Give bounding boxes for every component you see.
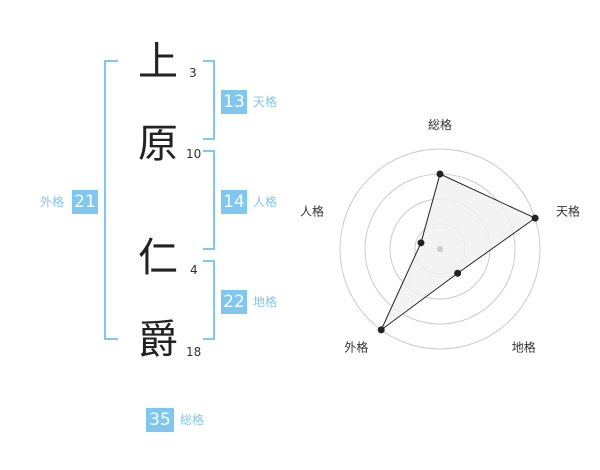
stroke-count-4: 18 (186, 345, 202, 359)
name-char-2: 原 (138, 121, 178, 167)
gai-kaku-label: 外格 (40, 195, 65, 209)
chi-kaku-label: 地格 (253, 295, 278, 309)
stroke-count-3: 4 (190, 263, 198, 277)
radar-axis-label: 地格 (512, 340, 536, 355)
radar-polygon (380, 173, 537, 331)
radar-axis-label: 外格 (344, 340, 368, 355)
so-kaku-badge: 35 (146, 408, 174, 432)
name-char-4: 爵 (138, 317, 178, 363)
radar-axis-label: 天格 (556, 203, 580, 218)
ten-kaku-bracket (203, 60, 215, 140)
name-char-3: 仁 (138, 235, 178, 281)
stroke-count-2: 10 (186, 147, 202, 161)
radar-point (377, 326, 385, 334)
radar-point (454, 269, 462, 277)
radar-ring (339, 148, 541, 350)
radar-point (531, 214, 539, 222)
ten-kaku-badge: 13 (221, 90, 247, 114)
jin-kaku-bracket (203, 150, 215, 250)
radar-axis-label: 総格 (428, 117, 452, 132)
chi-kaku-badge: 22 (221, 290, 247, 314)
radar-point (417, 239, 425, 247)
name-char-1: 上 (138, 39, 178, 85)
ten-kaku-label: 天格 (253, 95, 278, 109)
radar-axis-label: 人格 (300, 203, 324, 218)
jin-kaku-label: 人格 (253, 195, 278, 209)
chi-kaku-bracket (203, 260, 215, 340)
gai-kaku-bracket (104, 60, 118, 340)
gai-kaku-badge: 21 (72, 190, 98, 214)
radar-point (436, 170, 444, 178)
radar-center-dot (437, 246, 443, 252)
so-kaku-label: 総格 (180, 413, 205, 427)
jin-kaku-badge: 14 (221, 190, 247, 214)
stroke-count-1: 3 (189, 66, 197, 80)
